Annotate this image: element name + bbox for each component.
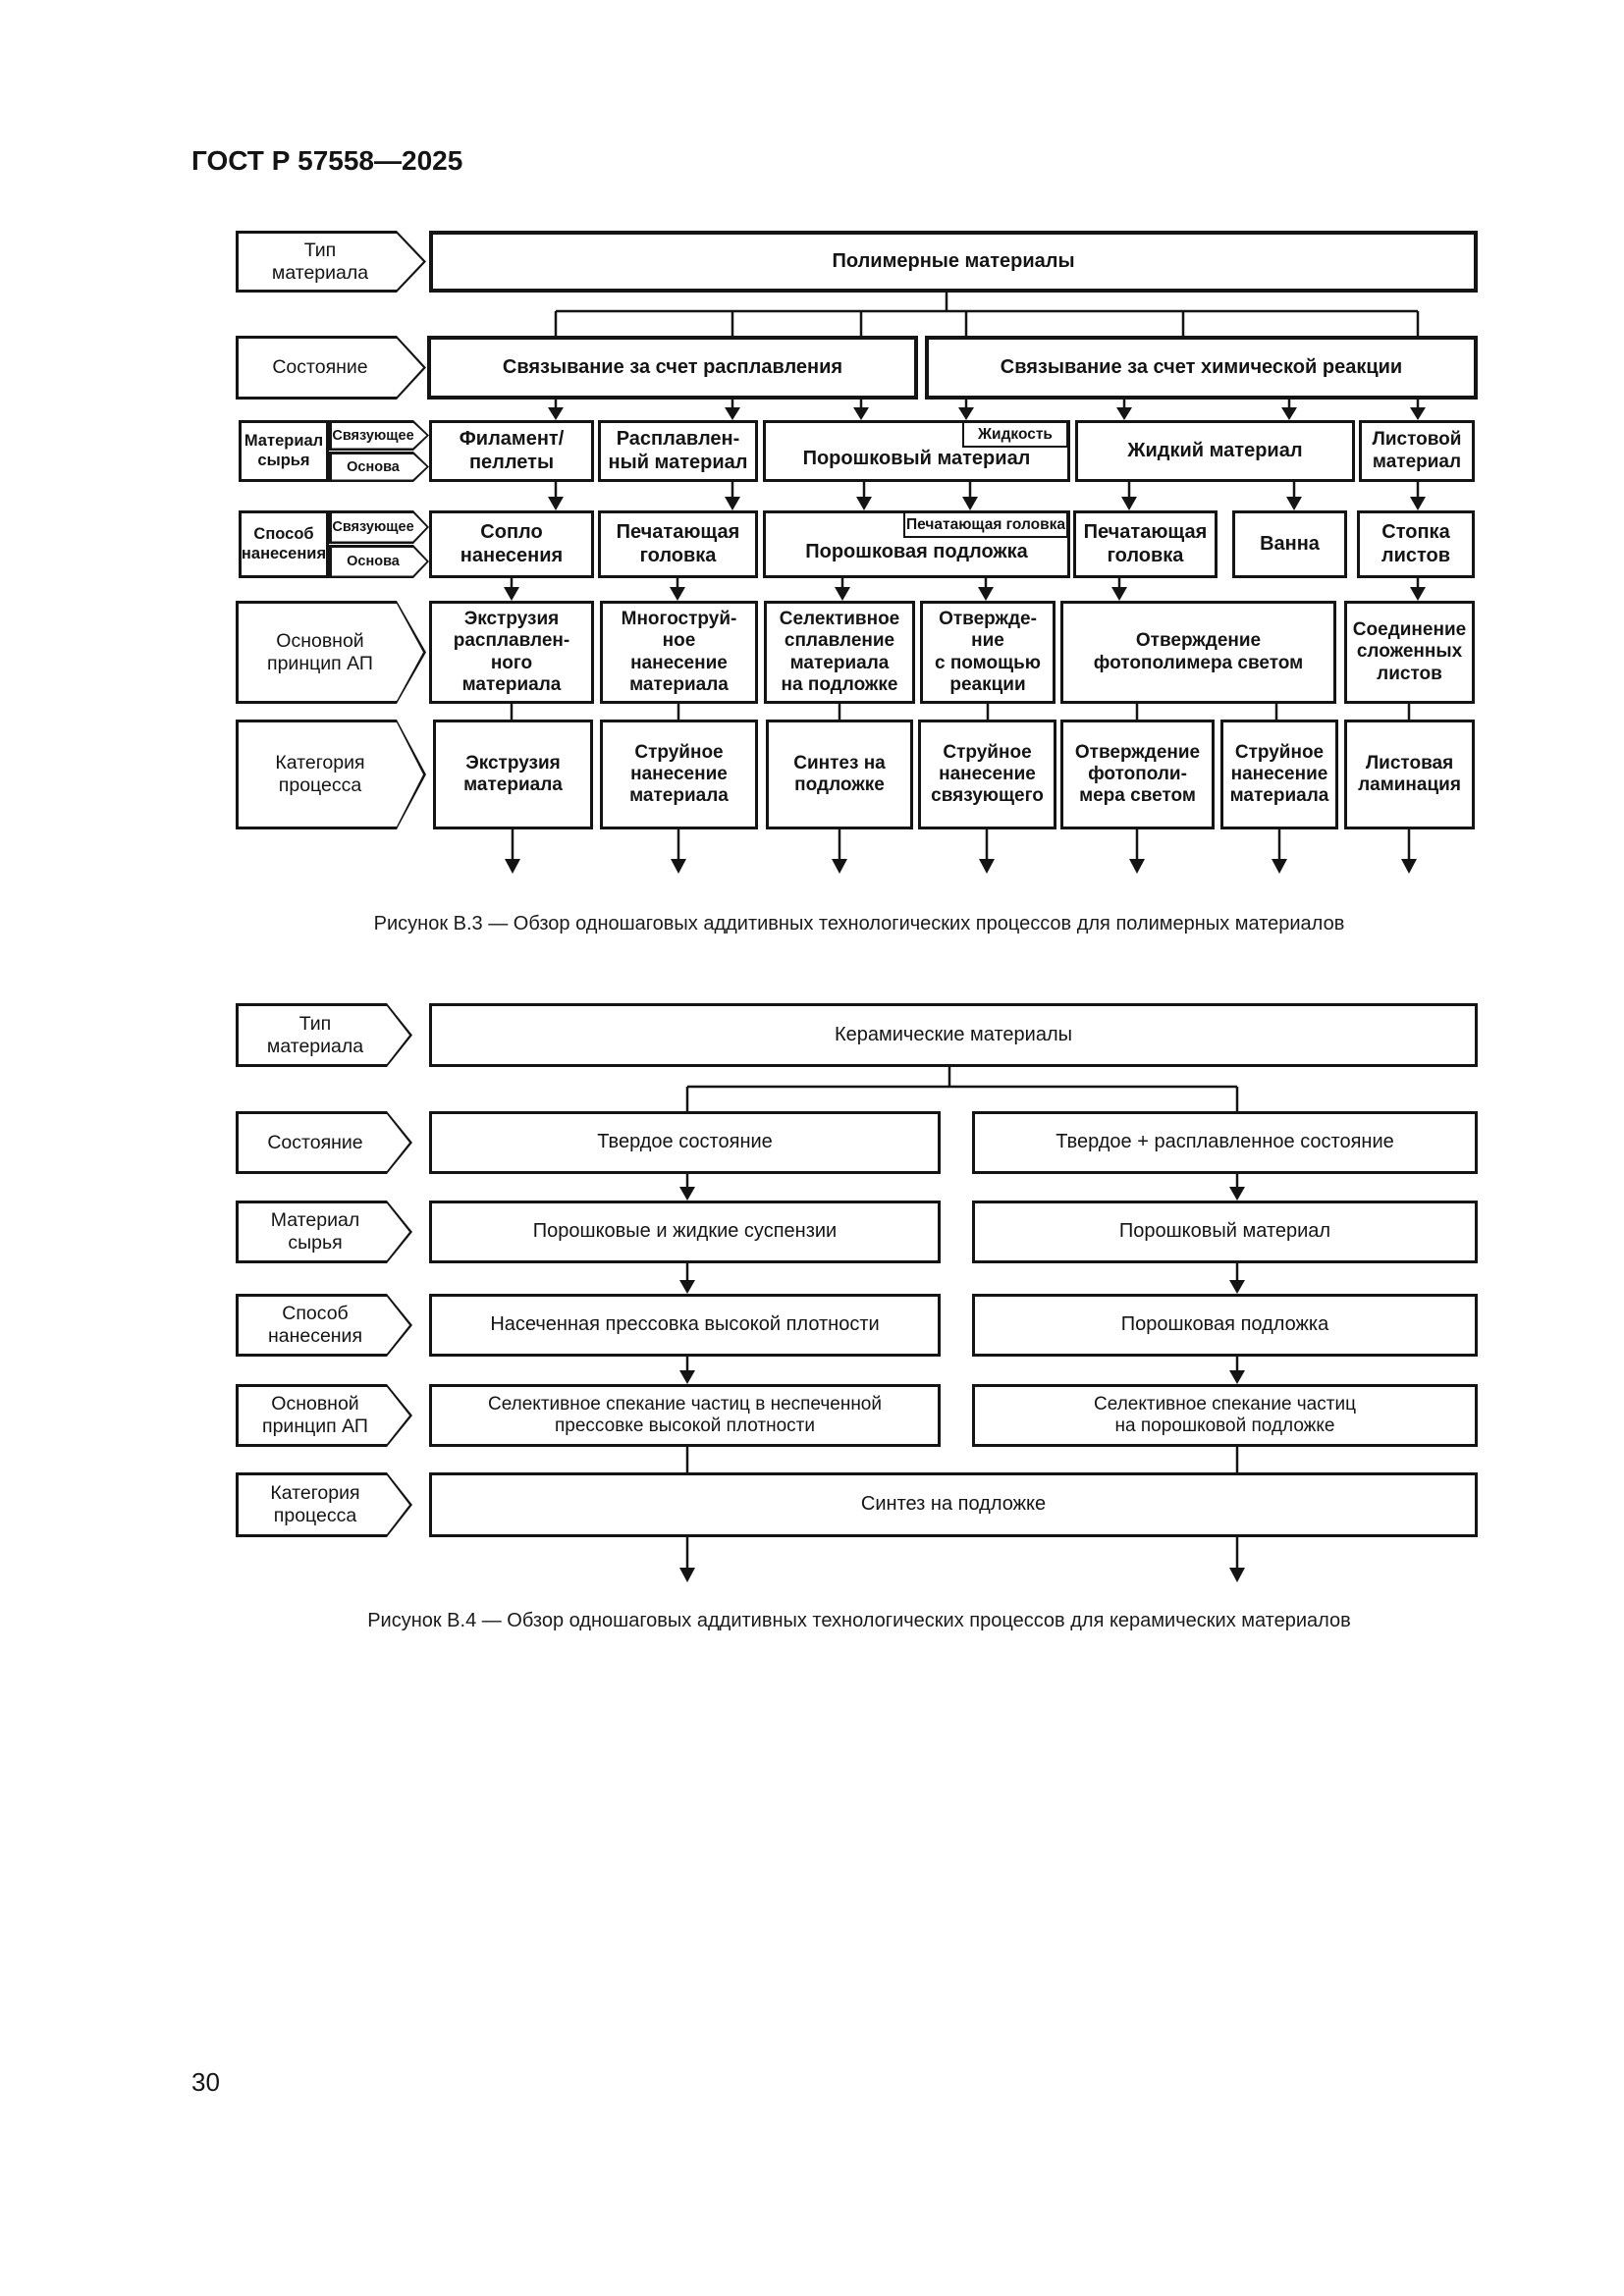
fig3-label-category-text: Категория процесса [239, 722, 423, 827]
fig3-label-binder-2: Связующее [329, 510, 429, 544]
fig4-box-ceramic-materials: Керамические материалы [429, 1003, 1478, 1067]
fig4-label-state-text: Состояние [239, 1114, 409, 1171]
fig3-box-reaction-curing: Отвержде- ние с помощью реакции [920, 601, 1056, 704]
fig3-box-melt-extrusion: Экструзия расплавлен- ного материала [429, 601, 594, 704]
fig3-box-filament-pellets: Филамент/ пеллеты [429, 420, 594, 482]
fig3-label-binder-2-text: Связующее [332, 513, 427, 542]
fig4-label-method-text: Способ нанесения [239, 1297, 409, 1354]
fig3-box-nozzle: Сопло нанесения [429, 510, 594, 578]
fig3-connectors [504, 293, 1426, 874]
fig3-box-binder-jetting: Струйное нанесение связующего [918, 720, 1056, 829]
fig3-box-liquid-material: Жидкий материал [1075, 420, 1355, 482]
fig3-box-material-jetting-2: Струйное нанесение материала [1220, 720, 1338, 829]
fig4-connectors [679, 1067, 1245, 1582]
fig3-box-selective-fusion: Селективное сплавление материала на подл… [764, 601, 915, 704]
fig4-label-feedstock-text: Материал сырья [239, 1203, 409, 1260]
fig3-box-material-extrusion: Экструзия материала [433, 720, 593, 829]
fig3-label-state-text: Состояние [239, 339, 423, 397]
fig3-label-material-type: Тип материала [236, 231, 426, 293]
document-header: ГОСТ Р 57558—2025 [191, 145, 463, 176]
fig4-label-category: Категория процесса [236, 1472, 412, 1537]
fig3-label-feedstock: Материал сырья [239, 420, 329, 482]
fig3-box-polymer-materials: Полимерные материалы [429, 231, 1478, 293]
fig3-box-photopolymer-curing: Отверждение фотополимера светом [1060, 601, 1336, 704]
fig3-box-sheet-material: Листовой материал [1359, 420, 1475, 482]
fig3-box-printhead-1: Печатающая головка [598, 510, 758, 578]
fig3-box-bonding-melting: Связывание за счет расплавления [427, 336, 918, 400]
fig3-label-basis-2-text: Основа [332, 548, 427, 576]
fig3-label-basis-2: Основа [329, 545, 429, 578]
fig3-box-sheet-lamination: Листовая ламинация [1344, 720, 1475, 829]
fig3-box-vat: Ванна [1232, 510, 1347, 578]
fig3-label-basis-1: Основа [329, 452, 429, 482]
fig3-box-sheet-joining: Соединение сложенных листов [1344, 601, 1475, 704]
fig3-label-method: Способ нанесения [239, 510, 329, 578]
fig4-label-category-text: Категория процесса [239, 1475, 409, 1534]
fig3-box-material-jetting: Струйное нанесение материала [600, 720, 758, 829]
fig4-box-powder-bed-fusion: Синтез на подложке [429, 1472, 1478, 1537]
fig4-label-material-type-text: Тип материала [239, 1006, 409, 1064]
fig3-tag-liquid: Жидкость [962, 421, 1068, 448]
fig3-box-multijet-deposition: Многоструй- ное нанесение материала [600, 601, 758, 704]
fig4-box-solid-state: Твердое состояние [429, 1111, 941, 1174]
fig3-box-bonding-chemical: Связывание за счет химической реакции [925, 336, 1478, 400]
fig4-label-principle: Основной принцип АП [236, 1384, 412, 1447]
fig3-label-principle: Основной принцип АП [236, 601, 426, 704]
fig3-label-state: Состояние [236, 336, 426, 400]
fig3-label-binder-1: Связующее [329, 420, 429, 451]
fig3-label-principle-text: Основной принцип АП [239, 604, 423, 701]
fig4-label-principle-text: Основной принцип АП [239, 1387, 409, 1444]
fig4-label-state: Состояние [236, 1111, 412, 1174]
fig4-label-feedstock: Материал сырья [236, 1201, 412, 1263]
fig4-label-material-type: Тип материала [236, 1003, 412, 1067]
fig4-box-powder-material: Порошковый материал [972, 1201, 1478, 1263]
fig3-box-printhead-2: Печатающая головка [1073, 510, 1218, 578]
fig3-label-material-type-text: Тип материала [239, 234, 423, 290]
fig3-tag-printhead: Печатающая головка [903, 511, 1068, 538]
fig4-box-sintering-on-bed: Селективное спекание частиц на порошково… [972, 1384, 1478, 1447]
fig4-box-powder-liquid-suspensions: Порошковые и жидкие суспензии [429, 1201, 941, 1263]
fig3-label-basis-1-text: Основа [332, 454, 427, 480]
fig4-box-solid-molten-state: Твердое + расплавленное состояние [972, 1111, 1478, 1174]
fig3-box-vat-photopolymerization: Отверждение фотополи- мера светом [1060, 720, 1215, 829]
fig4-box-powder-bed: Порошковая подложка [972, 1294, 1478, 1357]
fig3-box-molten-material: Расплавлен- ный материал [598, 420, 758, 482]
fig4-box-sintering-in-compact: Селективное спекание частиц в неспеченно… [429, 1384, 941, 1447]
fig4-caption: Рисунок В.4 — Обзор одношаговых аддитивн… [367, 1610, 1351, 1631]
fig3-caption: Рисунок В.3 — Обзор одношаговых аддитивн… [373, 913, 1345, 934]
fig3-box-sheet-stack: Стопка листов [1357, 510, 1475, 578]
fig4-box-green-compact: Насеченная прессовка высокой плотности [429, 1294, 941, 1357]
fig3-label-category: Категория процесса [236, 720, 426, 829]
fig4-label-method: Способ нанесения [236, 1294, 412, 1357]
page-number: 30 [191, 2067, 220, 2097]
fig3-box-powder-bed-fusion: Синтез на подложке [766, 720, 913, 829]
fig3-label-binder-1-text: Связующее [332, 423, 427, 449]
